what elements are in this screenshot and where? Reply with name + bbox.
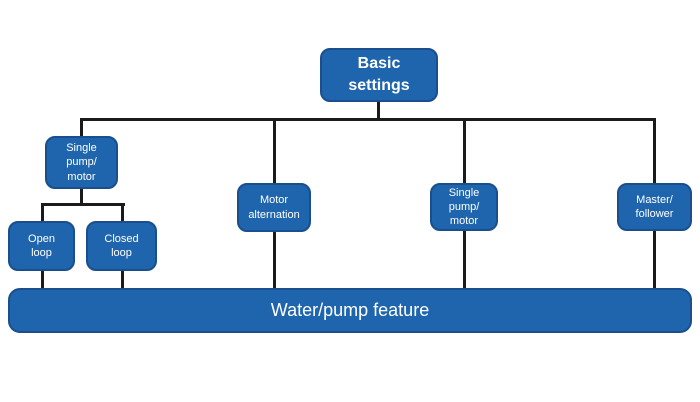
- connector-root-stub: [377, 100, 380, 120]
- node-motor-alternation: Motor alternation: [237, 183, 311, 232]
- node-basic-settings: Basic settings: [320, 48, 438, 102]
- node-open-loop: Open loop: [8, 221, 75, 271]
- connector-sub-horizontal: [41, 203, 125, 206]
- connector-main-horizontal: [81, 118, 656, 121]
- node-master-follower: Master/ follower: [617, 183, 692, 231]
- node-closed-loop: Closed loop: [86, 221, 157, 271]
- node-single-pump-motor-left: Single pump/ motor: [45, 136, 118, 189]
- node-water-pump-feature: Water/pump feature: [8, 288, 692, 333]
- node-single-pump-motor-right: Single pump/ motor: [430, 183, 498, 231]
